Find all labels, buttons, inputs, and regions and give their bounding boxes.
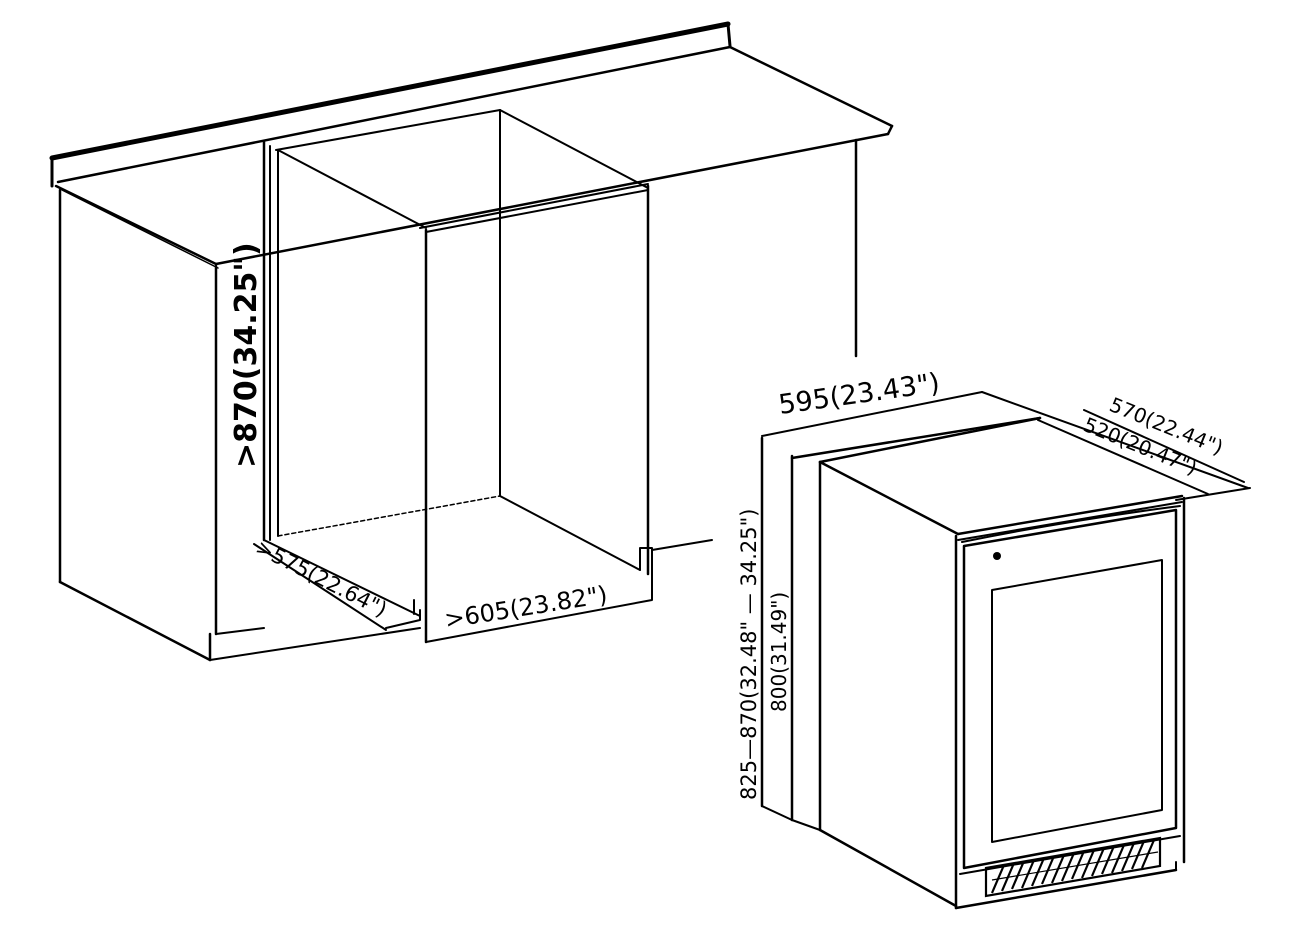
appliance-height-range-label: 825—870(32.48" — 34.25") <box>737 509 761 800</box>
left-cabinet <box>58 188 421 662</box>
countertop <box>49 21 894 269</box>
opening-height-label: >870(34.25") <box>229 242 264 468</box>
appliance-height-label: 800(31.49") <box>767 592 791 712</box>
cabinet-opening <box>253 109 858 644</box>
opening-depth-label: >575(22.64") <box>252 535 391 622</box>
appliance-width-label: 595(23.43") <box>777 368 942 421</box>
indicator-dot <box>993 552 1001 560</box>
vent-grille <box>984 836 1162 898</box>
appliance-body <box>760 391 1251 910</box>
opening-width-label: >605(23.82") <box>443 581 610 634</box>
